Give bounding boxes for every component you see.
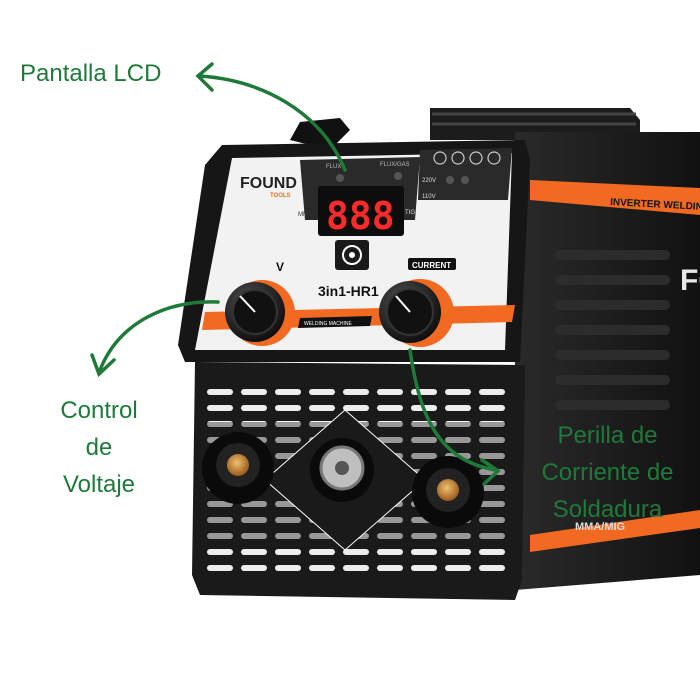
brand-logo: FOUND (240, 175, 297, 192)
voltage-knob[interactable] (225, 280, 295, 346)
brand-logo-sub: TOOLS (270, 193, 291, 199)
label-mma: MMA (298, 212, 312, 218)
label-flux: FLUX (326, 164, 341, 170)
callout-arrows (90, 62, 501, 486)
arrow-voltage (98, 300, 220, 372)
side-brand-text: FO (680, 264, 700, 297)
negative-terminal[interactable] (202, 432, 274, 504)
mode-symbol-icon (335, 240, 369, 270)
arrow-current-head (480, 458, 501, 486)
lcd-digits: 888 (326, 194, 395, 238)
label-flux-gas: FLUX/GAS (380, 162, 410, 168)
svg-text:WELDING MACHINE: WELDING MACHINE (304, 321, 352, 327)
torch-connector[interactable] (310, 438, 374, 502)
label-220v: 220V (422, 178, 436, 184)
arrow-voltage-head (90, 353, 116, 378)
voltage-knob-label: V (276, 260, 284, 274)
arrow-lcd-head (195, 62, 214, 92)
model-label: 3in1-HR1 (318, 283, 379, 299)
callout-lcd-label: Pantalla LCD (20, 60, 162, 87)
side-mode-text: MMA/MIG (575, 521, 625, 533)
label-tig: TIG (405, 210, 415, 216)
callout-voltage-label: Control de Voltaje (60, 397, 138, 498)
certification-icons (433, 151, 501, 165)
positive-terminal[interactable] (412, 456, 484, 528)
current-knob[interactable] (379, 279, 454, 347)
side-vent-fins (555, 250, 670, 410)
lcd-display: 888 (318, 186, 404, 238)
machine-side-panel: INVERTER WELDING MAC FO MMA/MIG (515, 132, 700, 590)
callout-current-label: Perilla de Corriente de Soldadura (541, 422, 674, 523)
arrow-current (408, 348, 497, 472)
current-knob-label: CURRENT (412, 261, 451, 270)
arrow-lcd (198, 74, 347, 172)
label-110v: 110V (422, 194, 436, 200)
